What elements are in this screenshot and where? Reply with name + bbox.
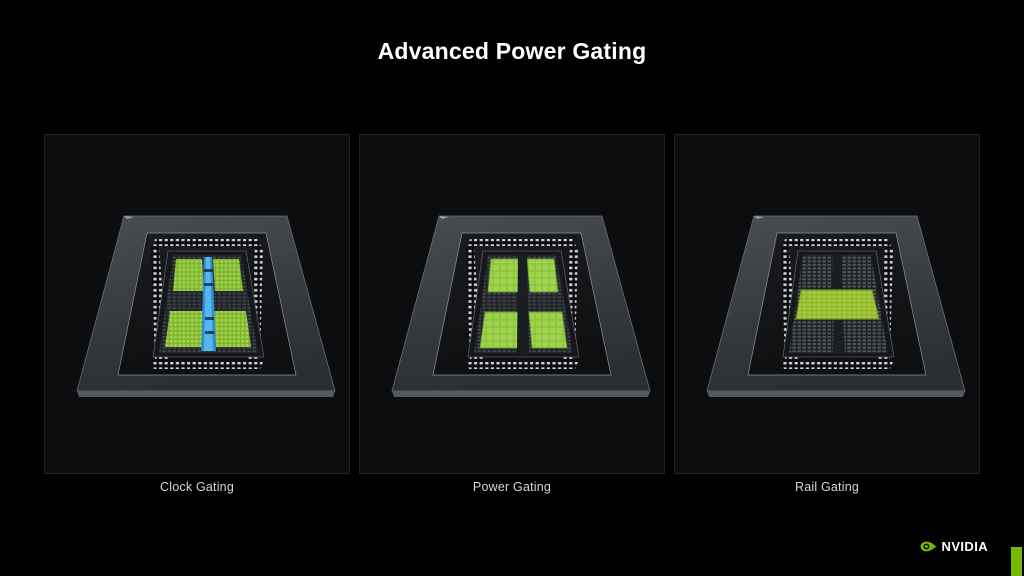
nvidia-wordmark: NVIDIA xyxy=(941,539,988,554)
caption-clock-gating: Clock Gating xyxy=(160,480,234,494)
gpu-die-illustration-rail-gating xyxy=(706,215,966,397)
panel-power-gating[interactable] xyxy=(359,134,665,474)
caption-row: Clock Gating Power Gating Rail Gating xyxy=(44,480,980,502)
nvidia-eye-icon xyxy=(920,541,936,552)
brand-accent-bar xyxy=(1011,547,1022,576)
page-title: Advanced Power Gating xyxy=(377,38,647,64)
panel-rail-gating[interactable] xyxy=(674,134,980,474)
gpu-die-illustration-power-gating xyxy=(391,215,651,397)
illustration-panel-row xyxy=(44,134,980,474)
nvidia-logo: NVIDIA xyxy=(920,539,988,554)
panel-clock-gating[interactable] xyxy=(44,134,350,474)
gpu-die-illustration-clock-gating xyxy=(76,215,336,397)
caption-rail-gating: Rail Gating xyxy=(794,480,860,494)
caption-power-gating: Power Gating xyxy=(472,480,552,494)
